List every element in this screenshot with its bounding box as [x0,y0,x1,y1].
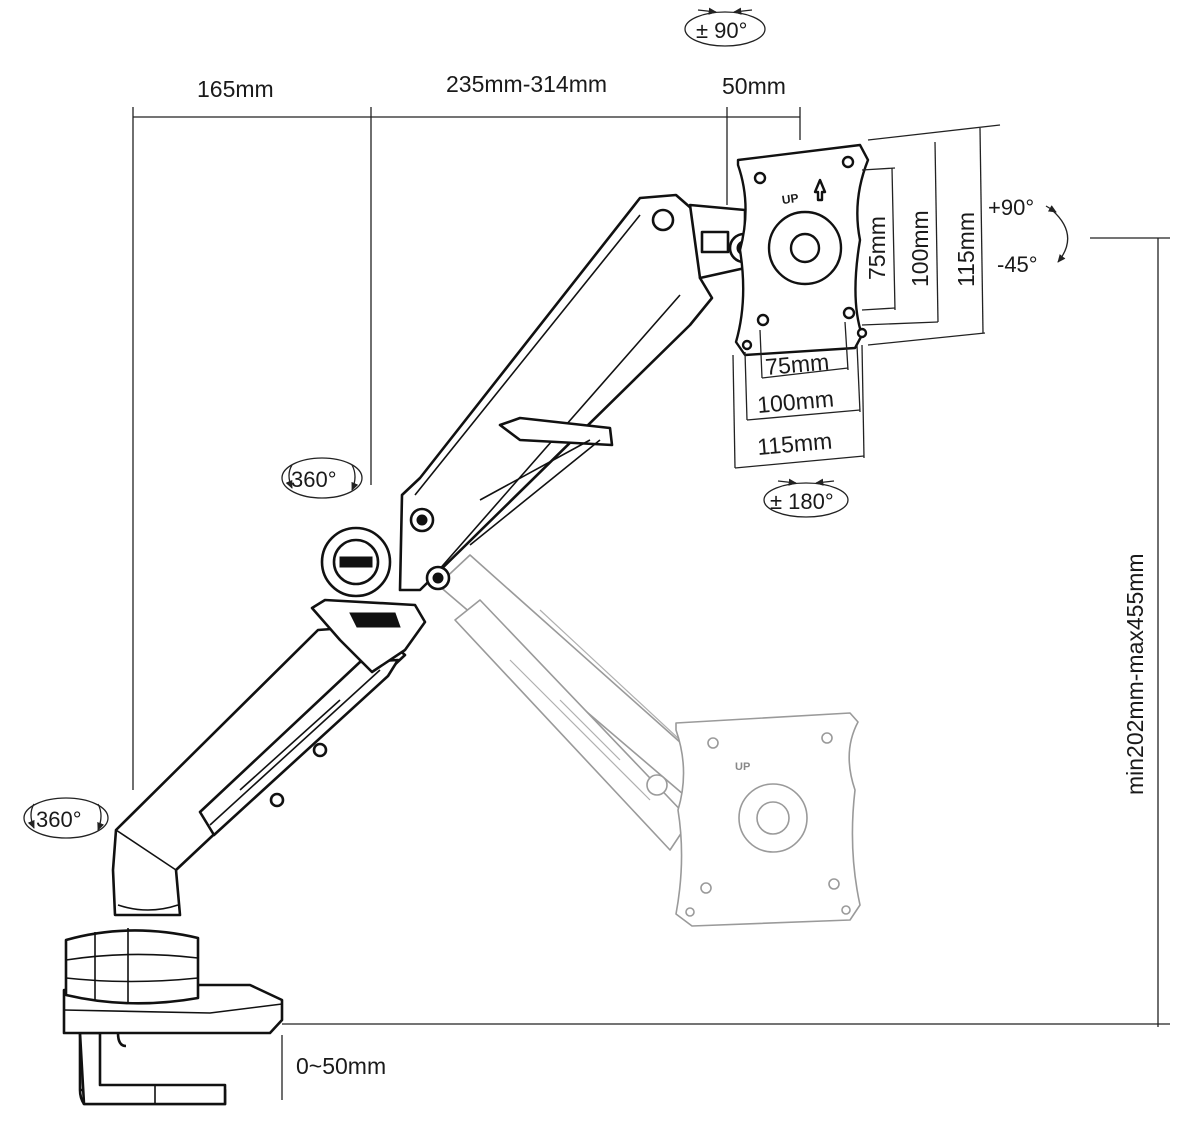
rot-tilt-down-label: -45° [997,252,1038,277]
vesa-plate [734,143,870,357]
rotation-base [23,797,109,839]
rot-elbow-label: 360° [291,467,337,492]
dim-vesa-v3: 115mm [953,212,979,287]
desk-clamp [62,928,284,1106]
dim-arm-reach: 235mm-314mm [446,71,607,97]
plate-up-label: UP [781,191,799,207]
ghost-plate-up-label: UP [735,761,750,773]
dimension-lines [132,107,1170,1100]
rot-plate-label: ± 180° [770,489,834,514]
rotation-top-swivel [684,7,766,47]
ghost-arm-lower-position [437,554,861,927]
rotation-tilt [1045,205,1069,263]
rotation-plate [763,478,849,518]
dim-vesa-v2: 100mm [907,210,933,287]
dim-clamp-thickness: 0~50mm [296,1053,386,1079]
rotation-elbow [281,457,363,499]
dim-vesa-h3: 115mm [756,428,833,460]
upper-arm [320,193,760,598]
dim-tilt-offset: 50mm [722,73,786,99]
rot-top-swivel-label: ± 90° [696,18,747,43]
lower-arm [111,598,427,917]
dim-base-to-pole: 165mm [197,76,274,102]
rot-base-label: 360° [36,807,82,832]
rot-tilt-up-label: +90° [988,195,1034,220]
dim-vesa-v1: 75mm [864,216,890,280]
dim-vesa-h1: 75mm [764,349,830,380]
dim-height-range: min202mm-max455mm [1122,553,1148,795]
